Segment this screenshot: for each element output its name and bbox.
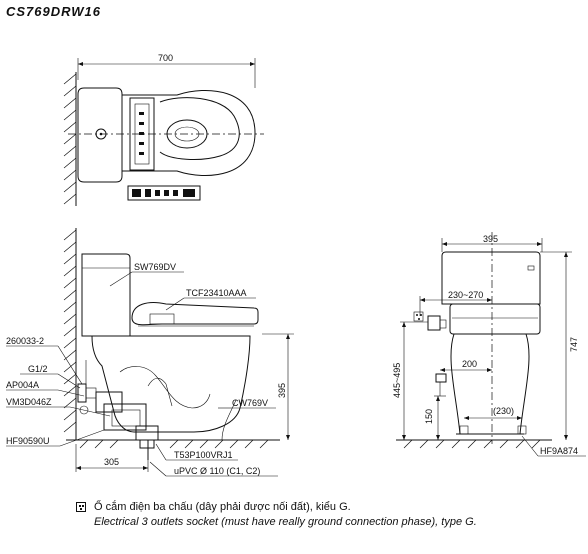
side-height-dimension: 395: [277, 383, 287, 398]
tank-label: SW769DV: [134, 262, 176, 272]
front-view: 395 230~270 747 445~495 200 150 (230) HF: [392, 232, 586, 457]
fixing-label: HF9A874: [540, 446, 578, 456]
front-width-dimension: 395: [483, 234, 498, 244]
inlet-offset-dimension: 200: [462, 359, 477, 369]
valve-label: AP004A: [6, 380, 39, 390]
top-view: 700: [63, 53, 264, 206]
bowl-label: CW769V: [232, 398, 268, 408]
bolt-spacing-dimension: (230): [493, 406, 514, 416]
thread-label: G1/2: [28, 364, 48, 374]
flex-hose-label: VM3D046Z: [6, 397, 52, 407]
note-vietnamese: Ổ cắm điện ba chấu (dây phải được nối đấ…: [94, 501, 351, 513]
socket-note: Ổ cắm điện ba chấu (dây phải được nối đấ…: [76, 500, 586, 530]
total-height-dimension: 747: [569, 337, 579, 352]
hose-label: 260033-2: [6, 336, 44, 346]
seat-range-dimension: 230~270: [448, 290, 483, 300]
model-code: CS769DRW16: [6, 4, 101, 19]
flange-label: HF90590U: [6, 436, 50, 446]
pipe-label: uPVC Ø 110 (C1, C2): [174, 466, 260, 476]
drain-label: T53P100VRJ1: [174, 450, 233, 460]
side-view: 395 305 SW769DV TCF23410AAA 260033-2 G1/…: [6, 228, 294, 477]
top-width-dimension: 700: [158, 53, 173, 63]
inlet-height-dimension: 150: [424, 409, 434, 424]
inlet-range-dimension: 445~495: [392, 363, 402, 398]
note-english: Electrical 3 outlets socket (must have r…: [94, 516, 477, 528]
seat-label: TCF23410AAA: [186, 288, 247, 298]
rough-in-dimension: 305: [104, 457, 119, 467]
socket-icon: [76, 502, 86, 512]
